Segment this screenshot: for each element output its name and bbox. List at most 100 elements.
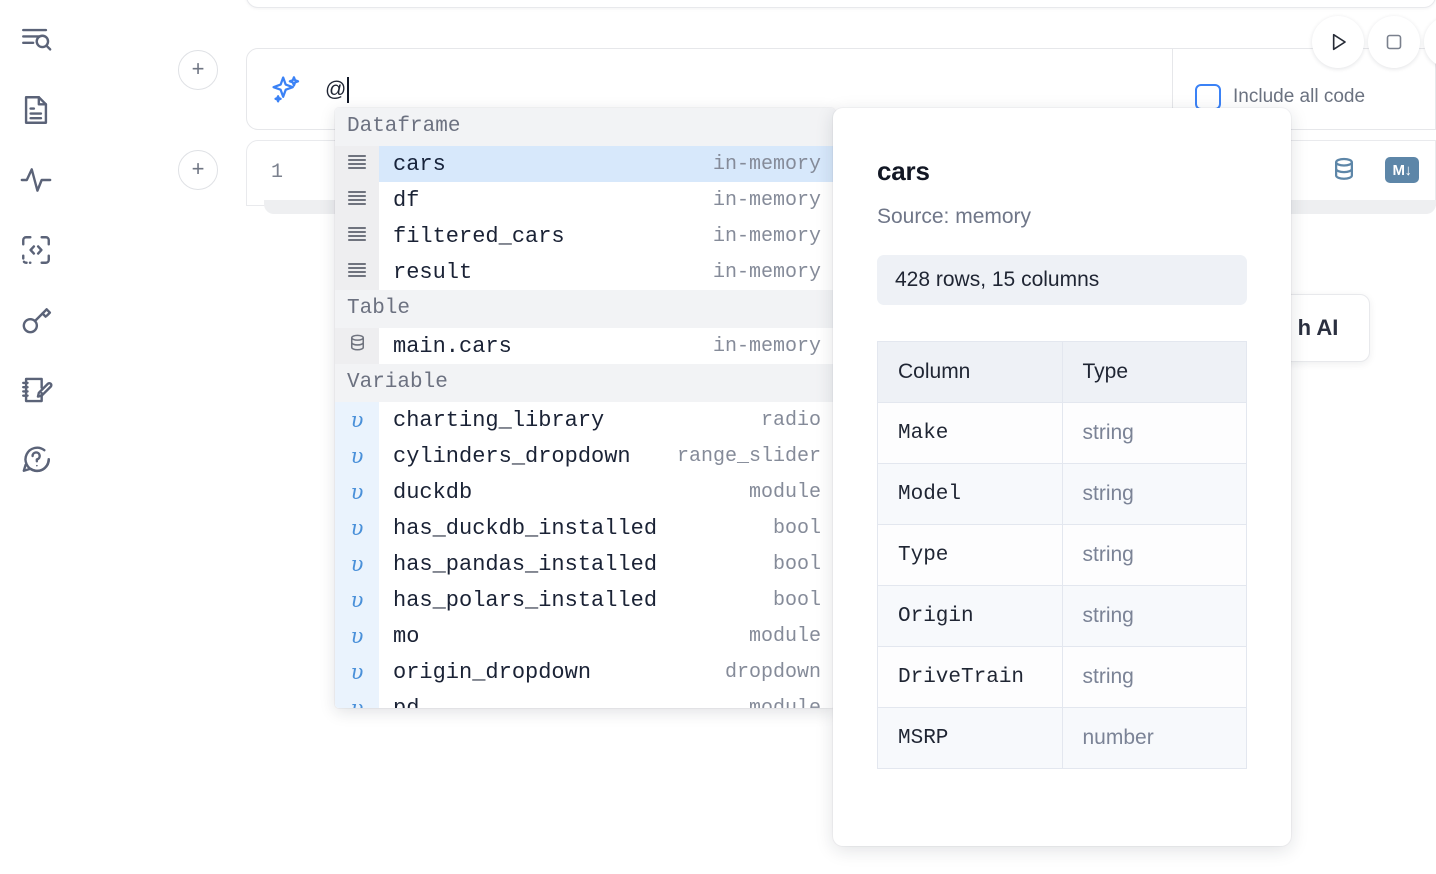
sparkle-icon	[269, 73, 303, 107]
autocomplete-item-type: module	[748, 480, 821, 504]
autocomplete-item-name: filtered_cars	[393, 223, 565, 249]
ai-prompt-input[interactable]: @	[325, 77, 350, 103]
include-all-code-row[interactable]: Include all code	[1195, 84, 1365, 110]
autocomplete-item-gutter: υ	[335, 654, 379, 690]
autocomplete-item-gutter	[335, 218, 379, 254]
key-icon[interactable]	[14, 298, 58, 342]
autocomplete-item-gutter	[335, 254, 379, 290]
schema-column-type: string	[1061, 524, 1247, 586]
variable-icon: υ	[350, 695, 364, 708]
schema-column-name: MSRP	[877, 707, 1063, 769]
text-caret	[347, 77, 350, 103]
autocomplete-item[interactable]: main.cars in-memory	[335, 328, 835, 364]
autocomplete-item[interactable]: υ has_polars_installed bool	[335, 582, 835, 618]
autocomplete-item-gutter: υ	[335, 474, 379, 510]
line-number: 1	[271, 161, 284, 184]
schema-column-name: Model	[877, 463, 1063, 525]
scratchpad-icon[interactable]	[14, 368, 58, 412]
autocomplete-item-type: bool	[772, 552, 821, 576]
help-chat-icon[interactable]	[14, 438, 58, 482]
cell-above-partial	[246, 0, 1436, 8]
database-icon[interactable]	[1329, 155, 1359, 185]
autocomplete-item-name: has_polars_installed	[393, 587, 658, 613]
activity-icon[interactable]	[14, 158, 58, 202]
cell-icon-group: M↓	[1329, 155, 1419, 185]
stop-icon	[1386, 34, 1402, 50]
add-cell-button-bottom[interactable]: +	[178, 150, 218, 190]
preview-source: Source: memory	[877, 205, 1032, 228]
autocomplete-item[interactable]: υ has_duckdb_installed bool	[335, 510, 835, 546]
variable-icon: υ	[350, 623, 364, 648]
autocomplete-item-type: bool	[772, 588, 821, 612]
autocomplete-item-type: in-memory	[712, 260, 821, 284]
run-button[interactable]	[1312, 16, 1364, 68]
file-icon[interactable]	[14, 88, 58, 132]
autocomplete-item-gutter: υ	[335, 582, 379, 618]
schema-column-name: Make	[877, 402, 1063, 464]
autocomplete-item-name: main.cars	[393, 333, 512, 359]
autocomplete-item-gutter: υ	[335, 438, 379, 474]
more-button[interactable]	[1424, 16, 1436, 68]
autocomplete-item-name: pd	[393, 695, 420, 709]
code-snippet-icon[interactable]	[14, 228, 58, 272]
autocomplete-item-gutter	[335, 182, 379, 218]
variable-icon: υ	[350, 587, 364, 612]
add-cell-button-top[interactable]: +	[178, 50, 218, 90]
autocomplete-item-type: in-memory	[712, 152, 821, 176]
markdown-icon[interactable]: M↓	[1385, 157, 1419, 183]
stop-button[interactable]	[1368, 16, 1420, 68]
dataframe-icon	[345, 258, 369, 287]
schema-column-name: Origin	[877, 585, 1063, 647]
autocomplete-item[interactable]: filtered_cars in-memory	[335, 218, 835, 254]
schema-column-type: string	[1061, 646, 1247, 708]
schema-column-type: string	[1061, 463, 1247, 525]
search-outline-icon[interactable]	[14, 18, 58, 62]
autocomplete-item-type: in-memory	[712, 334, 821, 358]
autocomplete-item-name: cylinders_dropdown	[393, 443, 631, 469]
autocomplete-item-name: has_duckdb_installed	[393, 515, 658, 541]
autocomplete-item-type: in-memory	[712, 188, 821, 212]
autocomplete-item-gutter: υ	[335, 546, 379, 582]
autocomplete-item-type: dropdown	[724, 660, 821, 684]
autocomplete-group-header: Variable	[335, 364, 835, 402]
generate-with-ai-button[interactable]: h AI	[1278, 294, 1370, 362]
autocomplete-item-name: duckdb	[393, 479, 473, 505]
variable-icon: υ	[350, 659, 364, 684]
autocomplete-item[interactable]: cars in-memory	[335, 146, 835, 182]
schema-column-type: string	[1061, 585, 1247, 647]
generate-with-ai-label: h AI	[1297, 315, 1339, 340]
autocomplete-item-type: bool	[772, 516, 821, 540]
header-type: Type	[1061, 341, 1247, 403]
autocomplete-item-gutter: υ	[335, 402, 379, 438]
autocomplete-item-name: cars	[393, 151, 446, 177]
play-icon	[1332, 33, 1346, 51]
dataframe-icon	[345, 186, 369, 215]
include-all-code-label: Include all code	[1233, 86, 1366, 107]
header-column: Column	[877, 341, 1063, 403]
ai-prompt-input-area[interactable]: @	[247, 49, 1173, 131]
autocomplete-item-gutter	[335, 328, 379, 364]
autocomplete-item-gutter	[335, 146, 379, 182]
variable-icon: υ	[350, 515, 364, 540]
autocomplete-item-type: in-memory	[712, 224, 821, 248]
dataframe-preview-panel: cars Source: memory 428 rows, 15 columns…	[833, 108, 1291, 846]
preview-stats: 428 rows, 15 columns	[877, 255, 1247, 305]
plus-icon: +	[191, 56, 205, 81]
autocomplete-item-gutter: υ	[335, 690, 379, 708]
table-header-row: Column Type	[877, 341, 1247, 403]
include-all-code-checkbox[interactable]	[1195, 84, 1221, 110]
